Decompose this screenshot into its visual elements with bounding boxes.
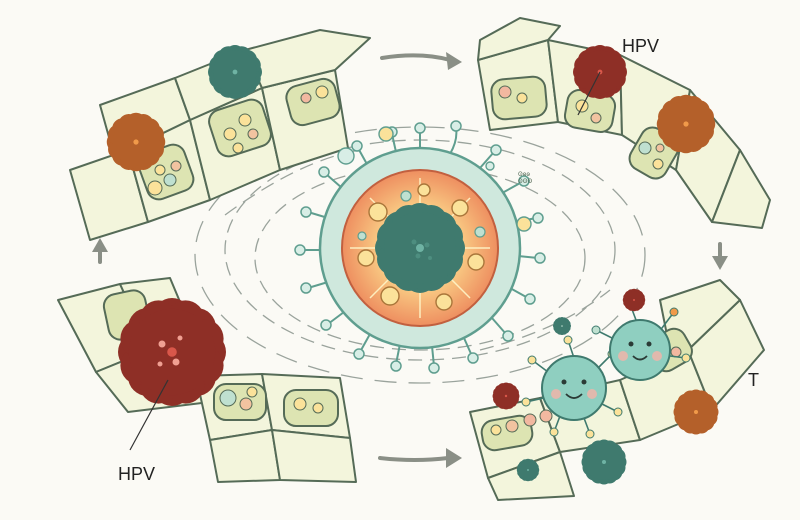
pointer-line	[129, 379, 169, 451]
virus-icon	[137, 317, 207, 387]
cell-organelles-top-left	[147, 85, 329, 196]
virus-icon	[556, 320, 568, 332]
virus-icon	[218, 55, 253, 90]
virus-icon	[497, 387, 514, 404]
virus-icon	[667, 105, 705, 143]
label-hpv-bottom: HPV	[118, 464, 155, 484]
arrow-icon	[378, 448, 462, 468]
virus-icon	[682, 398, 711, 427]
virus-spots	[156, 334, 184, 368]
label-hpv-top: HPV	[622, 36, 659, 56]
cell-organelles-top-right	[498, 85, 665, 170]
pointer-line	[577, 71, 601, 116]
smiling-cell-icon	[521, 335, 623, 439]
floating-particles	[337, 126, 532, 232]
label-t: T	[748, 370, 759, 390]
smiling-cell-icon	[591, 299, 691, 381]
arrow-icon	[92, 238, 108, 264]
arrow-icon	[712, 242, 728, 270]
virus-icon	[117, 123, 155, 161]
virus-icon	[521, 463, 536, 478]
virus-icon	[627, 293, 642, 308]
infected-cell-icon	[294, 120, 546, 374]
cell-organelles-bottom-right	[490, 334, 682, 436]
cell-organelles-bottom-left	[219, 386, 324, 414]
virus-icon	[590, 448, 619, 477]
arrow-icon	[380, 52, 462, 70]
